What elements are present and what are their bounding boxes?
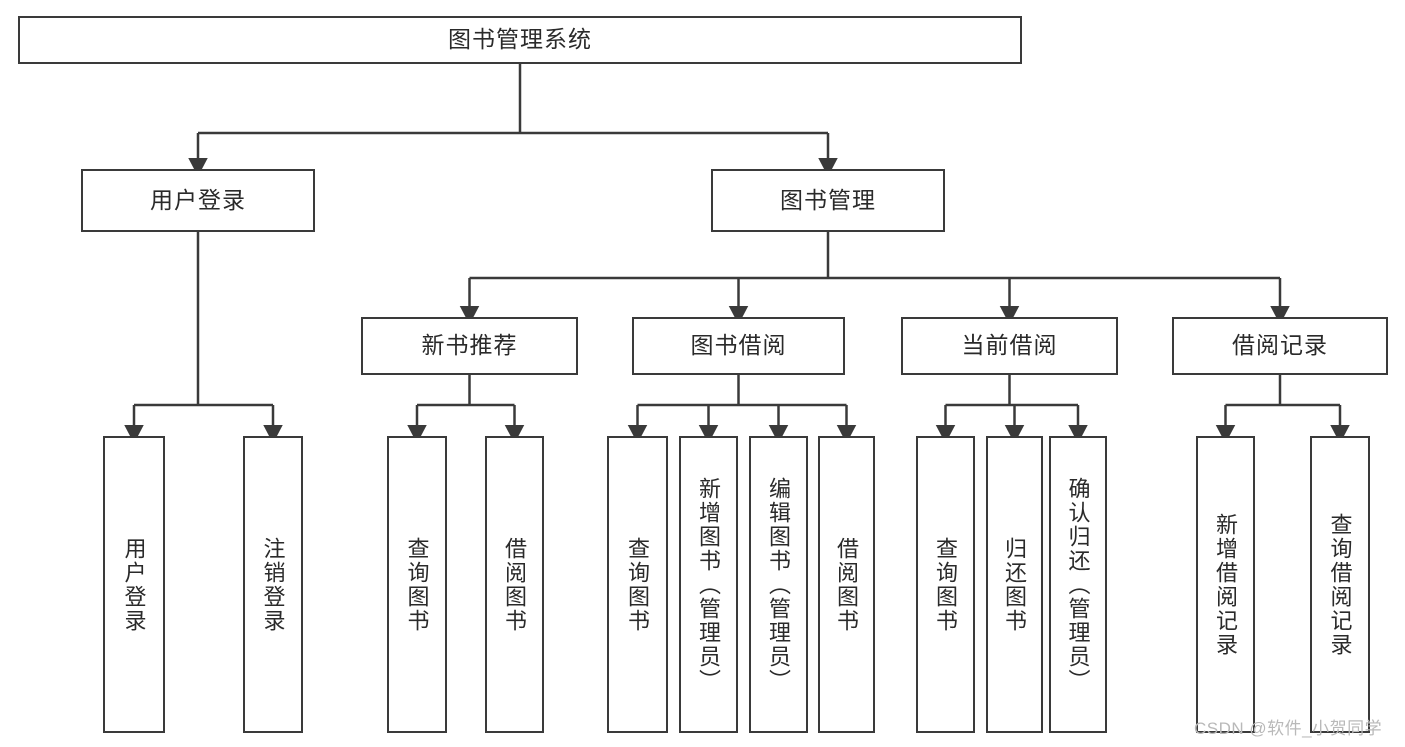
node-l2[interactable]: 注销登录 [243, 436, 303, 733]
node-label: 图书管理 [780, 186, 876, 213]
node-l9[interactable]: 查询图书 [916, 436, 975, 733]
node-label: 编辑图书（管理员） [766, 476, 792, 693]
node-label: 查询图书 [933, 536, 959, 633]
node-l4[interactable]: 借阅图书 [485, 436, 544, 733]
node-label: 归还图书 [1002, 536, 1028, 633]
node-l12[interactable]: 新增借阅记录 [1196, 436, 1255, 733]
node-label: 新增借阅记录 [1213, 512, 1239, 657]
node-label: 查询图书 [404, 536, 430, 633]
node-l13[interactable]: 查询借阅记录 [1310, 436, 1370, 733]
node-n3b[interactable]: 图书借阅 [632, 317, 845, 375]
node-n3c[interactable]: 当前借阅 [901, 317, 1118, 375]
node-label: 注销登录 [260, 536, 286, 633]
node-n2b[interactable]: 图书管理 [711, 169, 945, 232]
node-label: 借阅图书 [502, 536, 528, 633]
node-l10[interactable]: 归还图书 [986, 436, 1043, 733]
node-label: 用户登录 [121, 536, 147, 633]
node-l11[interactable]: 确认归还（管理员） [1049, 436, 1107, 733]
edge-layer [124, 64, 1350, 444]
node-label: 借阅记录 [1232, 332, 1328, 359]
node-l8[interactable]: 借阅图书 [818, 436, 875, 733]
node-label: 当前借阅 [961, 332, 1058, 359]
node-l7[interactable]: 编辑图书（管理员） [749, 436, 808, 733]
node-label: 查询图书 [625, 536, 651, 633]
node-n2a[interactable]: 用户登录 [81, 169, 315, 232]
node-label: 新增图书（管理员） [696, 476, 722, 693]
node-n3a[interactable]: 新书推荐 [361, 317, 578, 375]
node-label: 图书借阅 [690, 332, 787, 359]
node-l6[interactable]: 新增图书（管理员） [679, 436, 738, 733]
node-n3d[interactable]: 借阅记录 [1172, 317, 1388, 375]
node-l5[interactable]: 查询图书 [607, 436, 668, 733]
node-label: 确认归还（管理员） [1065, 476, 1091, 693]
node-label: 图书管理系统 [448, 26, 592, 53]
node-label: 新书推荐 [421, 332, 518, 359]
node-l1[interactable]: 用户登录 [103, 436, 165, 733]
node-label: 借阅图书 [834, 536, 860, 633]
node-root[interactable]: 图书管理系统 [18, 16, 1022, 64]
node-l3[interactable]: 查询图书 [387, 436, 447, 733]
node-label: 用户登录 [150, 186, 246, 213]
node-label: 查询借阅记录 [1327, 512, 1353, 657]
